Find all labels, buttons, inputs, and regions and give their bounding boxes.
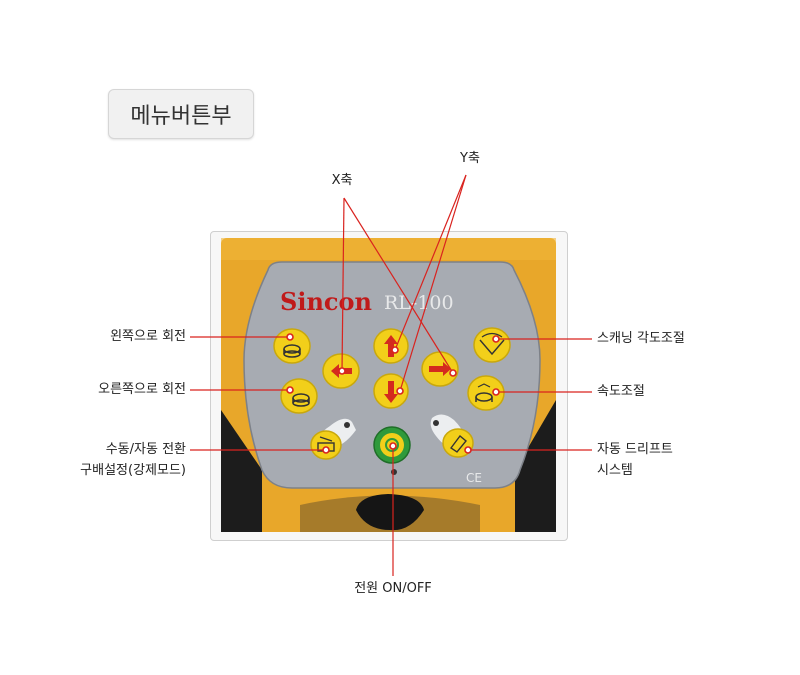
- housing-right-rubber: [515, 400, 556, 532]
- manual-auto-button[interactable]: [310, 418, 356, 460]
- manual-auto-indicator-led: [344, 422, 350, 428]
- speed-label: 속도조절: [597, 384, 645, 399]
- callout-dots: [286, 333, 500, 454]
- rotate-right-button[interactable]: [280, 378, 318, 414]
- power-indicator-led: [391, 469, 397, 475]
- page-title: 메뉴버튼부: [108, 89, 254, 139]
- y-axis-up-button[interactable]: [373, 328, 409, 364]
- arrow-right-icon: [429, 362, 451, 376]
- power-icon: [385, 438, 399, 452]
- model-name: RL-100: [384, 292, 454, 314]
- housing-left-rubber: [221, 410, 262, 532]
- speed-button[interactable]: [467, 375, 505, 411]
- callout-lines: [190, 174, 592, 576]
- scan-angle-button[interactable]: [473, 327, 511, 363]
- y-axis-label: Y축: [460, 151, 480, 166]
- drift-sublabel: 시스템: [597, 463, 633, 478]
- drift-system-icon: [449, 434, 467, 453]
- power-label: 전원 ON/OFF: [354, 581, 432, 596]
- arrow-down-icon: [384, 381, 398, 403]
- y-axis-down-button[interactable]: [373, 373, 409, 409]
- manual-auto-label: 수동/자동 전환: [105, 442, 186, 457]
- scan-angle-icon: [479, 339, 505, 356]
- drift-indicator-led: [433, 420, 439, 426]
- x-axis-label: X축: [331, 173, 353, 188]
- bottom-latch: [356, 494, 424, 531]
- x-axis-right-button[interactable]: [421, 351, 459, 387]
- ce-mark: CE: [466, 471, 482, 485]
- rotate-right-label: 오른쪽으로 회전: [98, 382, 186, 397]
- brand-logo: Sincon: [280, 287, 372, 316]
- manual-auto-sublabel: 구배설정(강제모드): [80, 463, 186, 478]
- arrow-up-icon: [384, 335, 398, 357]
- drift-label: 자동 드리프트: [597, 442, 673, 457]
- rotate-left-label: 왼쪽으로 회전: [110, 329, 186, 344]
- scan-angle-label: 스캐닝 각도조절: [597, 331, 685, 346]
